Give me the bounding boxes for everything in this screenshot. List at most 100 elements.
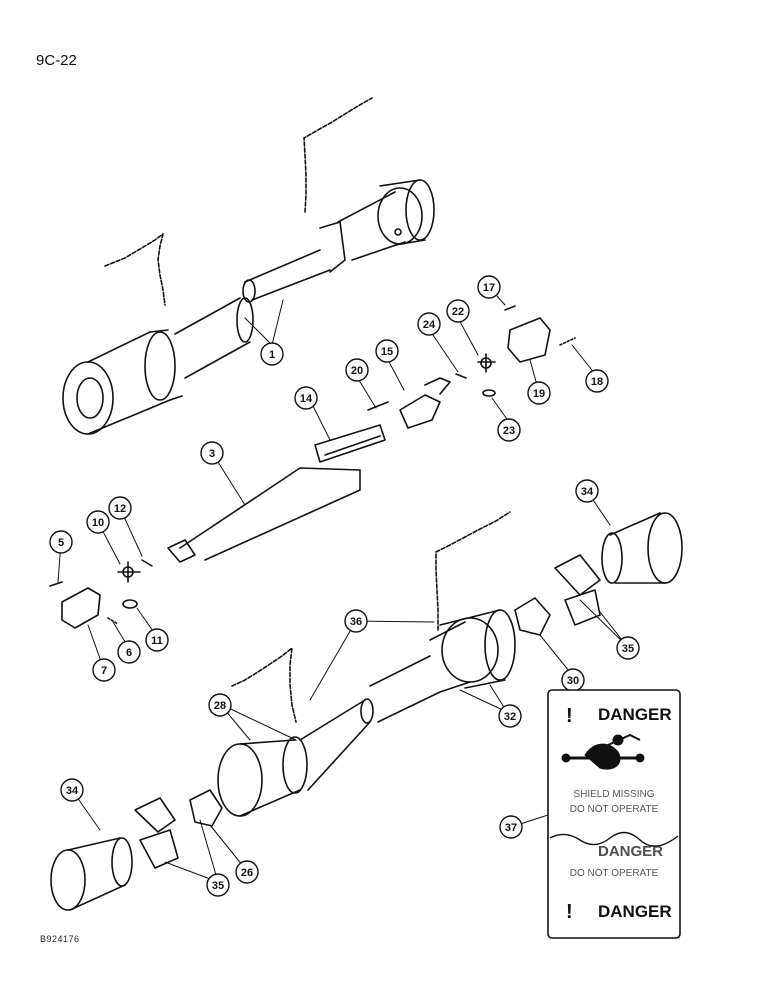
- inner-shaft-part-3: [179, 467, 361, 561]
- svg-text:11: 11: [151, 635, 163, 647]
- svg-text:32: 32: [504, 711, 516, 723]
- decal-exclamation-bottom: !: [566, 901, 573, 923]
- yoke-part-7: [61, 587, 101, 629]
- pin-part-20: [367, 401, 389, 411]
- svg-text:28: 28: [214, 700, 226, 712]
- callout-5: 5: [49, 530, 73, 554]
- decal-exclamation-top: !: [566, 705, 573, 727]
- decal-danger-middle: DANGER: [598, 843, 663, 860]
- callout-37: 37: [499, 815, 523, 839]
- bearing-half-part-35-upper: [554, 554, 601, 626]
- callout-30: 30: [561, 668, 585, 692]
- callout-35-lower: 35: [206, 873, 230, 897]
- callout-7: 7: [92, 658, 116, 682]
- danger-decal: ! DANGER SHIELD MISSING DO NOT OPERATE D…: [547, 689, 681, 939]
- callout-6: 6: [117, 640, 141, 664]
- callout-15: 15: [375, 339, 399, 363]
- ring-part-23: [482, 389, 496, 397]
- svg-text:34: 34: [66, 785, 79, 797]
- svg-text:36: 36: [350, 616, 362, 628]
- bearing-ring-part-26: [189, 789, 223, 827]
- decal-do-not-operate-1: DO NOT OPERATE: [570, 804, 659, 815]
- callout-3: 3: [200, 441, 224, 465]
- callout-18: 18: [585, 369, 609, 393]
- inner-shaft-parts: [167, 377, 451, 563]
- svg-text:7: 7: [101, 665, 107, 677]
- decal-danger-top: DANGER: [598, 705, 672, 724]
- bearing-ring-part-30: [514, 597, 551, 636]
- callout-23: 23: [497, 418, 521, 442]
- svg-text:12: 12: [114, 503, 126, 515]
- callout-1: 1: [260, 342, 284, 366]
- yoke-part-15: [399, 394, 441, 429]
- callout-12: 12: [108, 496, 132, 520]
- svg-text:19: 19: [533, 388, 545, 400]
- svg-text:17: 17: [483, 282, 495, 294]
- right-shield-parts: [514, 512, 683, 636]
- callout-28: 28: [208, 693, 232, 717]
- lower-shaft-assembly: [217, 511, 516, 817]
- callout-32: 32: [498, 704, 522, 728]
- bearing-half-part-35-lower: [134, 797, 179, 869]
- callout-17: 17: [477, 275, 501, 299]
- upper-shaft-assembly: [62, 97, 435, 435]
- callout-35-upper: 35: [616, 636, 640, 660]
- lower-shield-parts: [50, 789, 223, 911]
- cross-part-10: [117, 561, 141, 583]
- callout-36: 36: [344, 609, 368, 633]
- callout-19: 19: [527, 381, 551, 405]
- fitting-part-24: [455, 373, 467, 379]
- yoke-part-19: [507, 317, 551, 363]
- page-number: 9C-22: [36, 52, 77, 69]
- svg-text:26: 26: [241, 867, 253, 879]
- svg-text:20: 20: [351, 365, 363, 377]
- svg-text:3: 3: [209, 448, 215, 460]
- entanglement-pictogram: [561, 733, 645, 770]
- callouts: 1 3 5 6 7 10 11 12 14 15 17 18 19 20 22 …: [49, 275, 640, 897]
- upper-u-joint-parts: [455, 305, 576, 397]
- svg-text:5: 5: [58, 537, 64, 549]
- callout-14: 14: [294, 386, 318, 410]
- lower-right-chain: [435, 511, 511, 631]
- shield-cup-part-34-upper: [647, 512, 683, 584]
- callout-24: 24: [417, 312, 441, 336]
- svg-text:35: 35: [622, 643, 634, 655]
- spring-part-6: [107, 617, 119, 625]
- fitting-part-12: [141, 559, 153, 567]
- lower-left-chain: [231, 647, 297, 723]
- shield-cup-part-34-lower: [50, 849, 86, 911]
- callout-20: 20: [345, 358, 369, 382]
- decal-fold-line: [549, 831, 679, 847]
- callout-10: 10: [86, 510, 110, 534]
- svg-text:22: 22: [452, 306, 464, 318]
- upper-left-cup-opening: [62, 361, 114, 435]
- svg-text:18: 18: [591, 376, 603, 388]
- svg-text:6: 6: [126, 647, 132, 659]
- svg-text:30: 30: [567, 675, 579, 687]
- fitting-part-5: [49, 581, 63, 587]
- svg-text:35: 35: [212, 880, 224, 892]
- leader-lines: [57, 286, 627, 883]
- svg-text:37: 37: [505, 822, 517, 834]
- left-u-joint-parts: [49, 559, 153, 629]
- callout-34-upper: 34: [575, 479, 599, 503]
- pin-part-17: [504, 305, 516, 311]
- svg-text:10: 10: [92, 517, 104, 529]
- lower-left-cup-opening: [217, 743, 263, 817]
- decal-danger-bottom: DANGER: [598, 902, 672, 921]
- upper-right-chain: [303, 97, 373, 213]
- upper-left-chain: [104, 233, 166, 306]
- callout-11: 11: [145, 628, 169, 652]
- decal-shield-missing: SHIELD MISSING: [573, 789, 654, 800]
- splined-shaft-part-14: [314, 424, 386, 463]
- spring-part-18: [559, 337, 576, 346]
- figure-code: B924176: [40, 934, 80, 944]
- callout-22: 22: [446, 299, 470, 323]
- decal-do-not-operate-2: DO NOT OPERATE: [570, 868, 659, 879]
- svg-text:24: 24: [423, 319, 436, 331]
- svg-text:14: 14: [300, 393, 313, 405]
- callout-26: 26: [235, 860, 259, 884]
- svg-text:34: 34: [581, 486, 594, 498]
- ring-part-11: [122, 599, 138, 609]
